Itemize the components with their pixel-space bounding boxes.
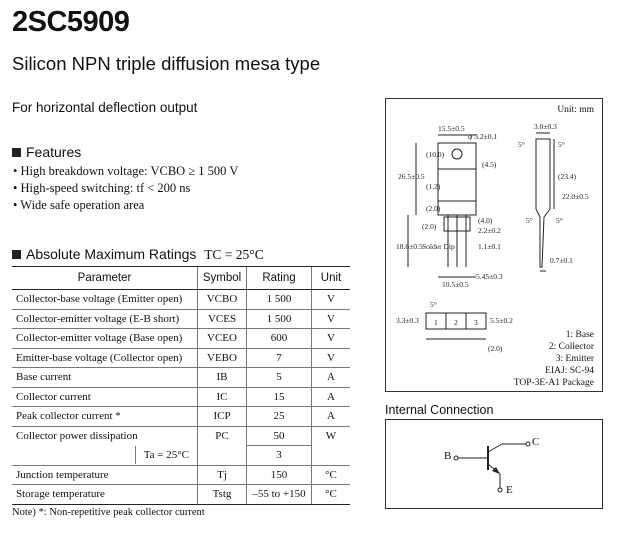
footnote: Note) *: Non-repetitive peak collector c… — [12, 507, 205, 518]
table-header-row: Parameter Symbol Rating Unit — [12, 266, 350, 290]
column-header: Parameter — [12, 266, 198, 290]
svg-text:5°: 5° — [526, 216, 533, 225]
pin-legend: 1: Base 2: Collector 3: Emitter EIAJ: SC… — [513, 330, 594, 388]
svg-text:18.6±0.5: 18.6±0.5 — [396, 242, 423, 251]
ratings-heading: Absolute Maximum Ratings TC = 25°C — [12, 246, 264, 263]
square-bullet-icon — [12, 148, 21, 157]
svg-text:(23.4): (23.4) — [558, 172, 577, 181]
svg-text:1: 1 — [434, 318, 438, 327]
svg-text:(2.0): (2.0) — [422, 222, 437, 231]
feature-item: Wide safe operation area — [13, 197, 238, 214]
npn-transistor-symbol — [453, 441, 531, 493]
svg-text:(4.0): (4.0) — [478, 216, 493, 225]
collector-pin-label: C — [532, 436, 540, 448]
purpose-text: For horizontal deflection output — [12, 100, 198, 115]
table-row: Collector-base voltage (Emitter open)VCB… — [12, 289, 350, 310]
svg-text:3.3±0.3: 3.3±0.3 — [396, 316, 419, 325]
package-outline-drawing: 15.5±0.5 φ 3.2±0.1 3.0±0.3 (10.0) (4.5) … — [396, 122, 589, 353]
svg-text:2.2±0.2: 2.2±0.2 — [478, 226, 501, 235]
svg-text:3.0±0.3: 3.0±0.3 — [534, 122, 557, 131]
svg-text:(2.0): (2.0) — [488, 344, 503, 353]
table-row: Collector-emitter voltage (E-B short)VCE… — [12, 309, 350, 329]
base-pin-label: B — [444, 450, 452, 462]
svg-text:(2.0): (2.0) — [426, 204, 441, 213]
svg-text:1.1±0.1: 1.1±0.1 — [478, 242, 501, 251]
table-row: Emitter-base voltage (Collector open)VEB… — [12, 348, 350, 368]
svg-text:5°: 5° — [558, 140, 565, 149]
ratings-condition: TC = 25°C — [204, 247, 264, 262]
svg-text:5°: 5° — [430, 300, 437, 309]
ratings-table: Parameter Symbol Rating Unit Collector-b… — [12, 266, 350, 505]
svg-text:15.5±0.5: 15.5±0.5 — [438, 124, 465, 133]
svg-text:(10.0): (10.0) — [426, 150, 445, 159]
condition-cell: Ta = 25°C — [134, 446, 189, 464]
package-drawing: Unit: mm — [385, 98, 603, 392]
square-bullet-icon — [12, 250, 21, 259]
svg-text:2: 2 — [454, 318, 458, 327]
mounting-hole — [451, 148, 463, 160]
page-title: 2SC5909 — [12, 6, 130, 38]
side-view-outline — [535, 138, 551, 268]
column-header: Rating — [246, 266, 312, 290]
feature-item: High-speed switching: tf < 200 ns — [13, 180, 238, 197]
svg-text:φ 3.2±0.1: φ 3.2±0.1 — [468, 132, 497, 141]
bottom-view-outline — [425, 312, 487, 330]
svg-text:(4.5): (4.5) — [482, 160, 497, 169]
feature-item: High breakdown voltage: VCBO ≥ 1 500 V — [13, 163, 239, 180]
svg-text:5°: 5° — [556, 216, 563, 225]
svg-text:(1.2): (1.2) — [426, 182, 441, 191]
svg-text:Solder Dip: Solder Dip — [422, 242, 455, 251]
features-list: High breakdown voltage: VCBO ≥ 1 500 V H… — [13, 163, 238, 214]
internal-connection-heading: Internal Connection — [385, 403, 494, 417]
svg-text:26.5±0.5: 26.5±0.5 — [398, 172, 425, 181]
column-header: Unit — [311, 266, 350, 290]
svg-text:10.5±0.5: 10.5±0.5 — [442, 280, 469, 289]
svg-text:22.0±0.5: 22.0±0.5 — [562, 192, 589, 201]
svg-text:5.5±0.2: 5.5±0.2 — [490, 316, 513, 325]
column-header: Symbol — [197, 266, 247, 290]
internal-connection-diagram: B C E — [385, 419, 603, 509]
svg-text:0.7±0.1: 0.7±0.1 — [550, 256, 573, 265]
unit-label: Unit: mm — [557, 105, 594, 115]
features-heading: Features — [12, 144, 81, 160]
svg-text:5.45±0.3: 5.45±0.3 — [476, 272, 503, 281]
emitter-arrow-icon — [492, 467, 500, 474]
svg-text:5°: 5° — [518, 140, 525, 149]
page-subtitle: Silicon NPN triple diffusion mesa type — [12, 53, 321, 74]
svg-text:3: 3 — [474, 318, 478, 327]
emitter-pin-label: E — [506, 484, 513, 496]
table-row: Collector-emitter voltage (Base open)VCE… — [12, 328, 350, 349]
